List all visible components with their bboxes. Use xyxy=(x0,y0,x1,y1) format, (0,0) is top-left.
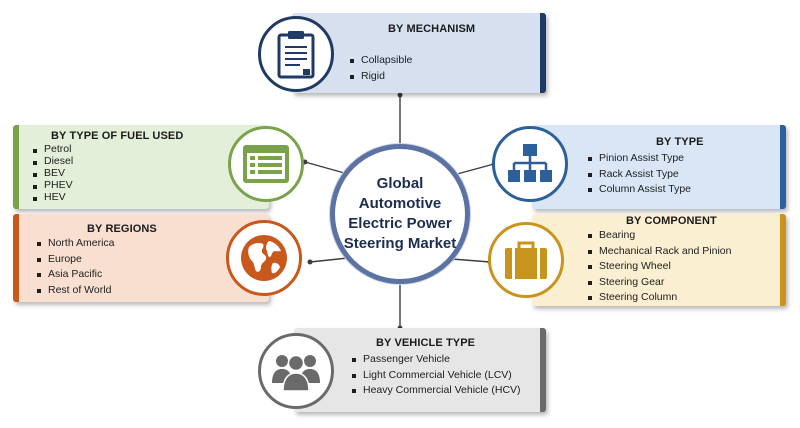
mechanism-title: BY MECHANISM xyxy=(388,23,476,35)
list-item: Petrol xyxy=(31,143,73,155)
list-item: HEV xyxy=(31,191,73,203)
mechanism-icon-circle xyxy=(258,16,334,92)
list-window-icon xyxy=(243,145,289,183)
org-chart-icon xyxy=(508,144,552,182)
globe-icon xyxy=(241,235,287,281)
component-title: BY COMPONENT xyxy=(626,215,717,227)
type-list: Pinion Assist Type Rack Assist Type Colu… xyxy=(586,151,691,198)
list-item: Europe xyxy=(35,252,115,268)
list-item: Rest of World xyxy=(35,283,115,299)
regions-title: BY REGIONS xyxy=(87,223,157,235)
list-item: BEV xyxy=(31,167,73,179)
regions-card: BY REGIONS North America Europe Asia Pac… xyxy=(13,214,269,302)
component-list: Bearing Mechanical Rack and Pinion Steer… xyxy=(586,228,732,306)
connector-component xyxy=(451,258,491,263)
center-hub: Global Automotive Electric Power Steerin… xyxy=(330,144,470,284)
connector-regions xyxy=(309,257,349,263)
fuel-title: BY TYPE OF FUEL USED xyxy=(51,130,184,142)
list-item: Mechanical Rack and Pinion xyxy=(586,244,732,260)
list-item: Passenger Vehicle xyxy=(350,352,521,368)
clipboard-icon xyxy=(277,31,315,79)
list-item: PHEV xyxy=(31,179,73,191)
list-item: Asia Pacific xyxy=(35,267,115,283)
list-item: Bearing xyxy=(586,228,732,244)
list-item: Light Commercial Vehicle (LCV) xyxy=(350,368,521,384)
list-item: Collapsible xyxy=(348,53,412,69)
vehicle-list: Passenger Vehicle Light Commercial Vehic… xyxy=(350,352,521,399)
center-title: Global Automotive Electric Power Steerin… xyxy=(343,175,457,252)
list-item: Pinion Assist Type xyxy=(586,151,691,167)
mechanism-list: Collapsible Rigid xyxy=(348,53,412,84)
vehicle-icon-circle xyxy=(258,333,334,409)
list-item: Diesel xyxy=(31,155,73,167)
vehicle-title: BY VEHICLE TYPE xyxy=(376,337,476,349)
list-item: Heavy Commercial Vehicle (HCV) xyxy=(350,383,521,399)
mechanism-card: BY MECHANISM Collapsible Rigid xyxy=(292,13,546,93)
list-item: Steering Wheel xyxy=(586,259,732,275)
type-title: BY TYPE xyxy=(656,136,704,148)
fuel-list: Petrol Diesel BEV PHEV HEV xyxy=(31,143,73,203)
list-item: Steering Column xyxy=(586,290,732,306)
regions-icon-circle xyxy=(226,220,302,296)
type-card: BY TYPE Pinion Assist Type Rack Assist T… xyxy=(532,125,786,209)
vehicle-card: BY VEHICLE TYPE Passenger Vehicle Light … xyxy=(294,328,546,412)
people-icon xyxy=(272,354,320,392)
component-icon-circle xyxy=(488,222,564,298)
list-item: North America xyxy=(35,236,115,252)
list-item: Column Assist Type xyxy=(586,182,691,198)
list-item: Rack Assist Type xyxy=(586,167,691,183)
list-item: Rigid xyxy=(348,69,412,85)
type-icon-circle xyxy=(492,126,568,202)
fuel-card: BY TYPE OF FUEL USED Petrol Diesel BEV P… xyxy=(13,125,269,209)
list-item: Steering Gear xyxy=(586,275,732,291)
fuel-icon-circle xyxy=(228,126,304,202)
briefcase-icon xyxy=(505,241,547,279)
regions-list: North America Europe Asia Pacific Rest o… xyxy=(35,236,115,298)
component-card: BY COMPONENT Bearing Mechanical Rack and… xyxy=(532,214,786,306)
